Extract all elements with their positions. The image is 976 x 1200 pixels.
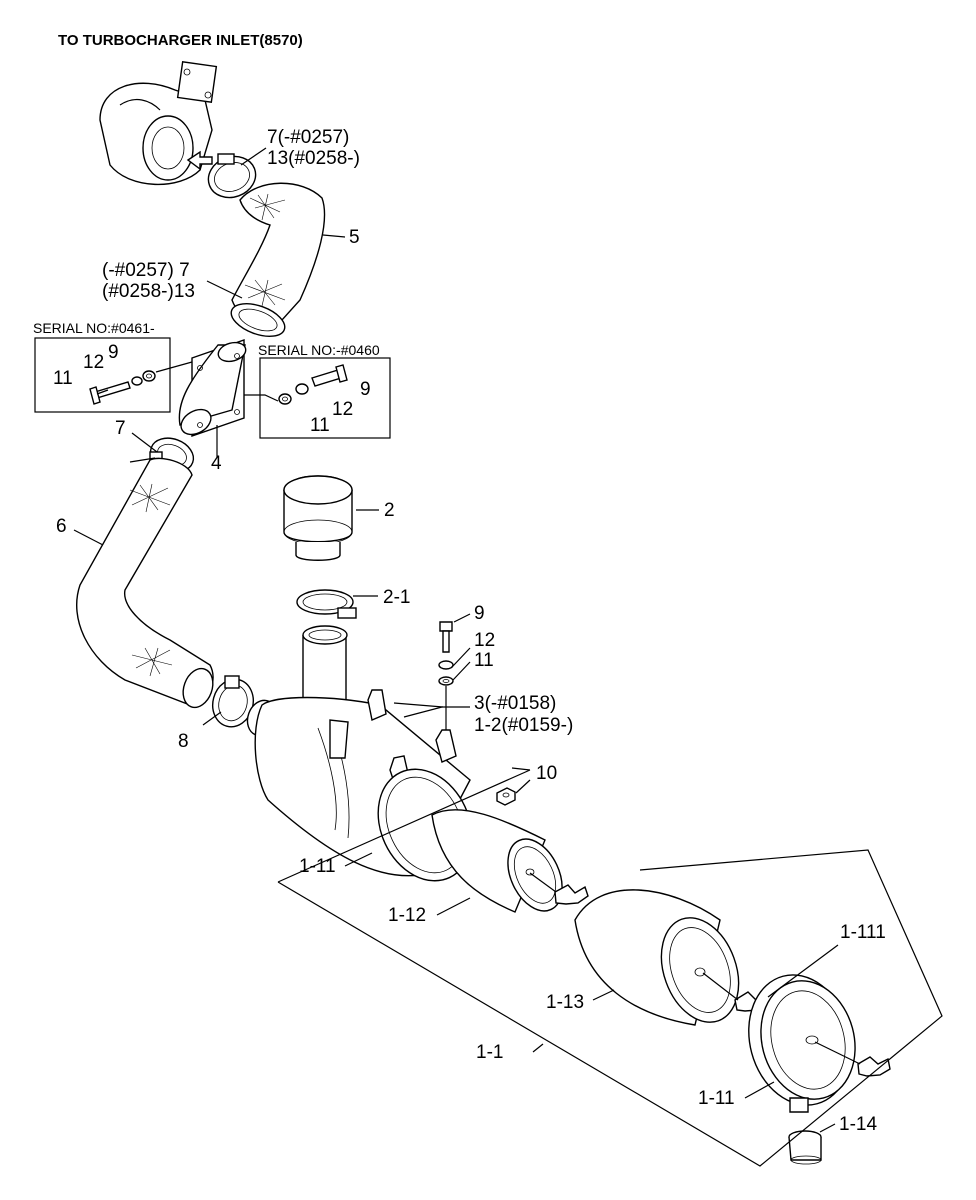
label-7b: (-#0257) 7 — [102, 260, 190, 281]
bracket-fasteners — [438, 621, 454, 740]
serial-box-right: SERIAL NO:-#0460 — [244, 342, 391, 439]
label-10: 10 — [536, 763, 557, 784]
turbocharger — [99, 61, 218, 186]
serial-left-label: SERIAL NO:#0461- — [33, 320, 155, 336]
label-11c: 11 — [474, 650, 494, 671]
label-2-1: 2-1 — [383, 587, 410, 608]
label-6: 6 — [56, 516, 67, 537]
label-1-11a: 1-11 — [299, 856, 336, 877]
leader-lines — [73, 147, 839, 1133]
label-1-13: 1-13 — [546, 992, 584, 1013]
label-12c: 12 — [474, 630, 495, 651]
label-8: 8 — [178, 731, 189, 752]
label-1-111: 1-111 — [840, 922, 886, 943]
nut-10 — [496, 787, 516, 806]
label-3: 3(-#0158) — [474, 693, 556, 714]
end-cover-1-11 — [748, 974, 856, 1113]
wing-nut-lower — [814, 1041, 891, 1077]
clamp-band-2-1 — [296, 589, 357, 619]
label-9a: 9 — [108, 342, 119, 363]
label-4: 4 — [211, 453, 222, 474]
hose-clamp-5-lower — [230, 303, 286, 337]
label-12b: 12 — [332, 399, 353, 420]
assembly-outline-1-1 — [277, 767, 943, 1167]
label-1-1: 1-1 — [476, 1042, 503, 1063]
part-labels: 7(-#0257) 13(#0258-) 5 (-#0257) 7 (#0258… — [53, 127, 886, 1135]
label-11b: 11 — [310, 415, 330, 436]
wing-nut-upper — [529, 872, 589, 905]
label-7a: 7(-#0257) — [267, 127, 349, 148]
label-11a: 11 — [53, 368, 73, 389]
hose-6 — [76, 457, 214, 709]
filter-element-1-13 — [574, 889, 740, 1026]
label-12a: 12 — [83, 352, 104, 373]
label-13a: 13(#0258-) — [267, 148, 360, 169]
label-5: 5 — [349, 227, 360, 248]
label-9b: 9 — [360, 379, 371, 400]
filter-element-1-12 — [431, 809, 563, 913]
serial-right-label: SERIAL NO:-#0460 — [258, 342, 380, 358]
label-13b: (#0258-)13 — [102, 281, 195, 302]
label-1-2: 1-2(#0159-) — [474, 715, 573, 736]
label-7c: 7 — [115, 418, 126, 439]
hose-clamp-top — [207, 153, 257, 199]
label-1-12: 1-12 — [388, 905, 426, 926]
label-1-11b: 1-11 — [698, 1088, 735, 1109]
label-2: 2 — [384, 500, 395, 521]
pipe-4 — [178, 339, 247, 437]
dust-valve-1-14 — [788, 1130, 822, 1165]
serial-box-left: SERIAL NO:#0461- — [33, 320, 193, 413]
diagram-title: TO TURBOCHARGER INLET(8570) — [58, 32, 303, 49]
label-1-14: 1-14 — [839, 1114, 877, 1135]
label-9c: 9 — [474, 603, 485, 624]
precleaner-cap-2 — [283, 475, 353, 561]
